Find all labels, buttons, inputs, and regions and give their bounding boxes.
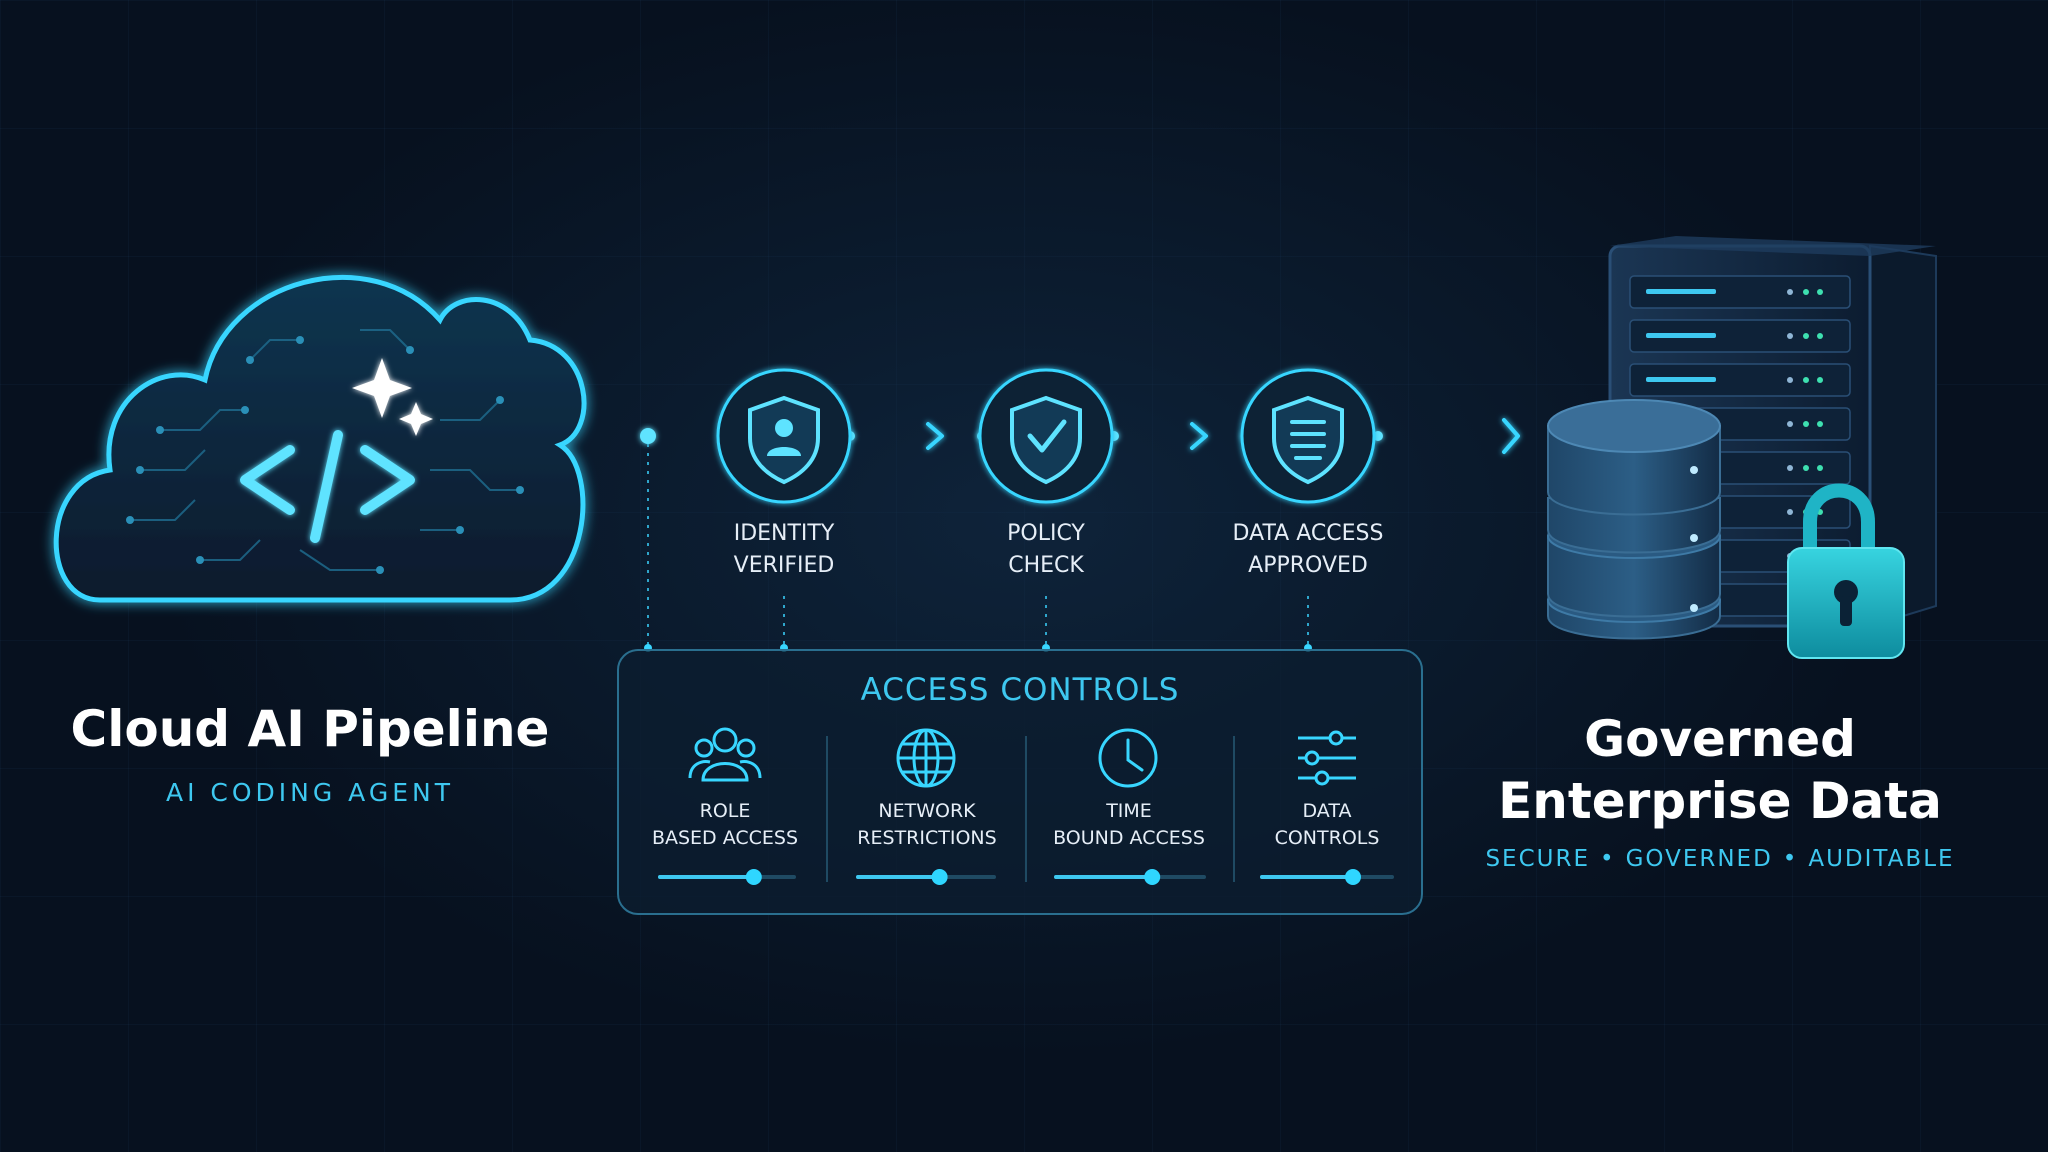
clock-icon [1098, 728, 1158, 788]
shield-check-icon [1010, 395, 1082, 485]
server-led [1787, 289, 1793, 295]
slider-knob [1345, 869, 1361, 885]
destination-tags: SECURE • GOVERNED • AUDITABLE [1470, 846, 1970, 872]
control-label-time: TIME BOUND ACCESS [1030, 798, 1228, 852]
arrow-icon [1190, 422, 1208, 450]
step-node-data-access [1240, 368, 1376, 504]
step-label-line: POLICY [1007, 521, 1085, 546]
flow-arrows [926, 418, 1520, 454]
control-label-line: BASED ACCESS [651, 827, 799, 849]
control-label-line: RESTRICTIONS [857, 827, 997, 849]
slider-knob [745, 869, 762, 885]
control-label-role: ROLE BASED ACCESS [630, 798, 820, 852]
server-led [1803, 465, 1809, 471]
control-label-line: DATA [1302, 800, 1352, 822]
server-slot [1629, 319, 1851, 353]
server-led [1803, 289, 1809, 295]
access-controls-panel [617, 649, 1423, 915]
control-label-line: BOUND ACCESS [1053, 827, 1205, 849]
control-label-line: ROLE [699, 800, 751, 822]
separator-dot: • [1782, 846, 1799, 872]
shield-document-icon [1272, 395, 1344, 485]
arrow-icon [926, 422, 944, 450]
source-title: Cloud AI Pipeline [70, 700, 550, 758]
server-led [1787, 377, 1793, 383]
step-label-identity: IDENTITY VERIFIED [684, 518, 884, 582]
sparkle-icon-small [399, 402, 433, 436]
step-node-policy [978, 368, 1114, 504]
database-lock-icon [1547, 236, 1937, 659]
server-led [1803, 421, 1809, 427]
shield-user-icon [748, 395, 820, 485]
server-led [1817, 289, 1823, 295]
control-label-line: TIME [1106, 800, 1152, 822]
tag-secure: SECURE [1485, 846, 1590, 872]
control-label-line: NETWORK [878, 800, 976, 822]
cloud-code-icon [53, 274, 587, 603]
step-label-line: IDENTITY [733, 521, 835, 546]
control-label-data: DATA CONTROLS [1238, 798, 1416, 852]
destination-title-line: Governed [1584, 710, 1856, 768]
control-label-network: NETWORK RESTRICTIONS [832, 798, 1022, 852]
server-led [1787, 509, 1793, 515]
step-label-data-access: DATA ACCESS APPROVED [1198, 518, 1418, 582]
padlock-icon [1787, 483, 1905, 659]
server-led [1803, 377, 1809, 383]
globe-icon [896, 728, 956, 788]
destination-title-line: Enterprise Data [1498, 772, 1942, 830]
users-icon [688, 727, 762, 782]
sparkle-icon [352, 358, 412, 418]
server-led [1817, 465, 1823, 471]
separator-dot: • [1599, 846, 1616, 872]
server-led [1787, 465, 1793, 471]
server-led [1803, 333, 1809, 339]
step-label-line: DATA ACCESS [1232, 521, 1384, 546]
server-led [1817, 377, 1823, 383]
server-slot-bar [1646, 377, 1716, 382]
step-node-identity [716, 368, 852, 504]
server-slot [1629, 363, 1851, 397]
dotted-connectors [647, 444, 1309, 648]
server-led [1817, 333, 1823, 339]
step-label-line: APPROVED [1248, 553, 1368, 578]
server-slot-bar [1646, 333, 1716, 338]
server-slot [1629, 275, 1851, 309]
destination-title: Governed Enterprise Data [1480, 708, 1960, 832]
server-led [1787, 333, 1793, 339]
arrow-icon [1502, 418, 1520, 454]
flow-node-dot [1373, 431, 1383, 441]
flow-node-dot [640, 428, 656, 444]
tag-auditable: AUDITABLE [1808, 846, 1955, 872]
slider-knob [1144, 869, 1161, 885]
server-led [1787, 421, 1793, 427]
server-led [1817, 421, 1823, 427]
step-label-policy: POLICY CHECK [946, 518, 1146, 582]
step-label-line: VERIFIED [733, 553, 835, 578]
step-label-line: CHECK [1008, 553, 1084, 578]
sliders-icon [1298, 730, 1356, 786]
control-label-line: CONTROLS [1274, 827, 1380, 849]
server-slot-bar [1646, 289, 1716, 294]
source-subtitle: AI CODING AGENT [165, 778, 454, 807]
access-controls-title: ACCESS CONTROLS [860, 672, 1180, 708]
slider-knob [931, 869, 948, 885]
tag-governed: GOVERNED [1625, 846, 1773, 872]
